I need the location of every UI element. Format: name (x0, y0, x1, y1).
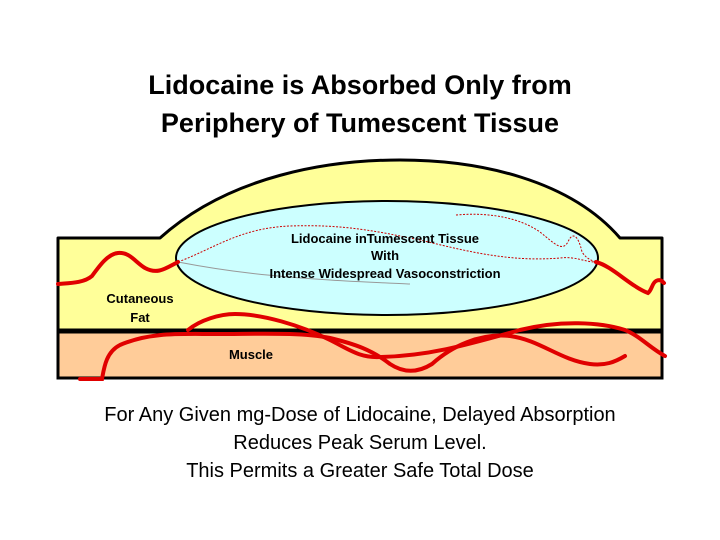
caption-line-3: This Permits a Greater Safe Total Dose (186, 460, 534, 482)
vessel-fat-left (56, 250, 180, 286)
fat-label-line-2: Fat (130, 310, 150, 325)
caption-line-2: Reduces Peak Serum Level. (233, 432, 487, 454)
constricted-vessel-2 (455, 213, 597, 263)
tumescent-label-line-3: Intense Widespread Vasoconstriction (269, 266, 500, 281)
slide-caption: For Any Given mg-Dose of Lidocaine, Dela… (20, 401, 700, 485)
constricted-vessel-1 (177, 225, 596, 263)
fat-label-line-1: Cutaneous (106, 291, 173, 306)
muscle-label: Muscle (229, 347, 273, 362)
vessel-muscle-upper (186, 311, 667, 360)
caption-line-1: For Any Given mg-Dose of Lidocaine, Dela… (104, 404, 616, 426)
vessel-muscle-lower (78, 331, 627, 381)
tumescent-label-line-1: Lidocaine inTumescent Tissue (291, 231, 479, 246)
constricted-vessel-3 (177, 261, 411, 285)
title-line-1: Lidocaine is Absorbed Only from (148, 70, 572, 100)
title-line-2: Periphery of Tumescent Tissue (160, 108, 560, 138)
vessel-fat-right (594, 260, 666, 296)
tumescent-tissue (175, 200, 599, 316)
slide-title: Lidocaine is Absorbed Only from Peripher… (40, 66, 680, 142)
tumescent-label-line-2: With (371, 248, 399, 263)
